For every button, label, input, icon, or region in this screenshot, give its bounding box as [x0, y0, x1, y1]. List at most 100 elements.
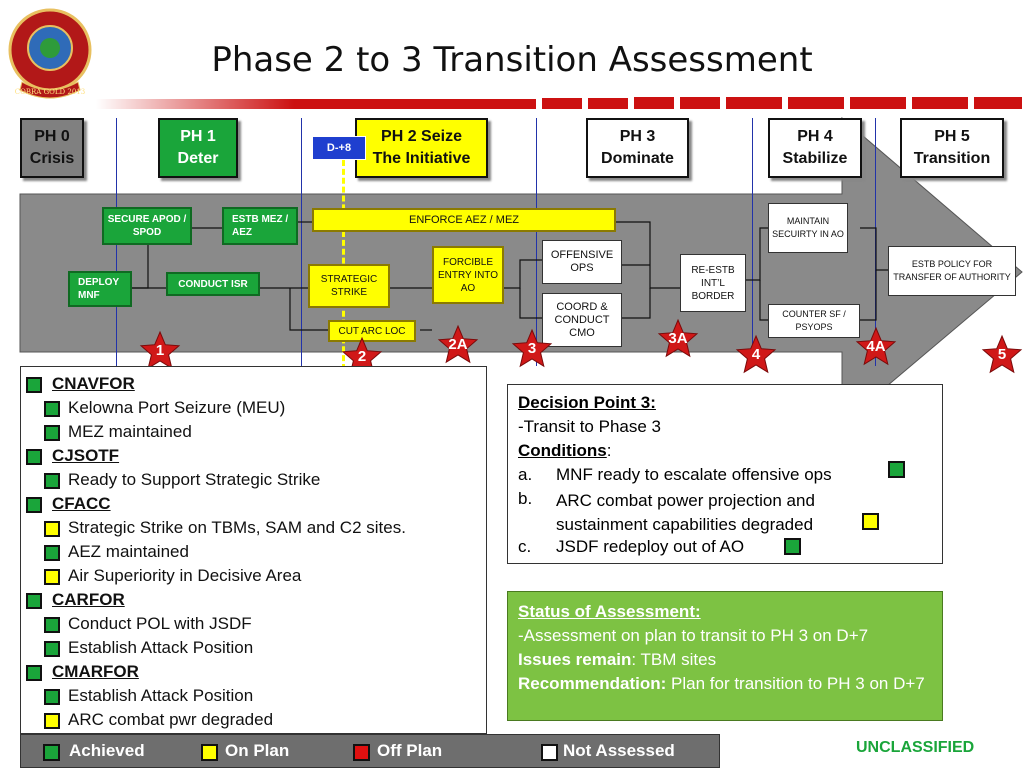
legend-achieved-icon	[43, 744, 60, 761]
task-offensive-ops[interactable]: OFFENSIVE OPS	[542, 240, 622, 284]
item-status-icon	[44, 400, 60, 417]
classification-marking: UNCLASSIFIED	[856, 739, 975, 756]
command-item-text: MEZ maintained	[68, 422, 192, 441]
command-item-row: Air Superiority in Decisive Area	[44, 566, 301, 586]
decision-point-star-label: 4A	[866, 338, 886, 355]
task-strategic-strike[interactable]: STRATEGIC STRIKE	[308, 264, 390, 308]
phase-2-title: PH 2 Seize	[381, 128, 462, 145]
legend-on-plan-icon	[201, 744, 218, 761]
task-forcible-entry[interactable]: FORCIBLE ENTRY INTO AO	[432, 246, 504, 304]
decision-point-star-label: 3A	[668, 330, 688, 347]
phase-5-title: PH 5	[934, 128, 970, 145]
item-status-icon	[44, 616, 60, 633]
decision-point-star-label: 3	[527, 340, 537, 357]
status-assessment-text: -Assessment on plan to transit to PH 3 o…	[518, 626, 869, 645]
phase-2-box: PH 2 Seize The Initiative	[355, 118, 488, 178]
condition-c-marker: c.	[518, 537, 532, 556]
legend-not-assessed-label: Not Assessed	[563, 741, 675, 760]
decision-point-star-label: 2	[357, 348, 367, 365]
status-heading: Status of Assessment:	[518, 602, 701, 621]
command-status-icon	[26, 448, 42, 465]
item-status-icon	[44, 712, 60, 729]
decision-point-star-label: 1	[155, 342, 165, 359]
issues-text: : TBM sites	[631, 650, 717, 669]
recommendation-label: Recommendation:	[518, 674, 667, 693]
command-item-text: Establish Attack Position	[68, 686, 254, 705]
issues-label: Issues remain	[518, 650, 632, 669]
legend-not-assessed-icon	[541, 744, 558, 761]
title-banner-stripe	[96, 97, 1022, 109]
command-item-row: Establish Attack Position	[44, 686, 253, 706]
task-deploy-mnf[interactable]: DEPLOY MNF	[68, 271, 132, 307]
task-coord-cmo[interactable]: COORD & CONDUCT CMO	[542, 293, 622, 347]
decision-point-heading: Decision Point 3:	[518, 393, 656, 412]
phase-divider	[536, 118, 537, 366]
phase-0-title: PH 0	[34, 128, 70, 145]
task-re-estb-border[interactable]: RE-ESTB INT’L BORDER	[680, 254, 746, 312]
phase-4-subtitle: Stabilize	[782, 150, 848, 167]
command-item-row: Ready to Support Strategic Strike	[44, 470, 320, 490]
phase-divider	[301, 118, 302, 366]
status-assessment-panel: Status of Assessment: -Assessment on pla…	[507, 591, 943, 721]
command-heading-row: CARFOR	[26, 590, 125, 610]
command-name: CARFOR	[52, 590, 125, 609]
phase-4-title: PH 4	[797, 128, 833, 145]
status-on-plan-icon	[862, 513, 879, 530]
command-status-icon	[26, 376, 42, 393]
command-item-row: Conduct POL with JSDF	[44, 614, 252, 634]
phase-4-box: PH 4 Stabilize	[768, 118, 862, 178]
phase-5-subtitle: Transition	[913, 150, 991, 167]
recommendation-text: Plan for transition to PH 3 on D+7	[666, 674, 925, 693]
conditions-label: Conditions	[518, 441, 607, 460]
cobra-gold-logo: COBRA GOLD 2013	[8, 8, 92, 99]
command-item-row: MEZ maintained	[44, 422, 192, 442]
command-item-row: ARC combat pwr degraded	[44, 710, 273, 730]
task-conduct-isr[interactable]: CONDUCT ISR	[166, 272, 260, 296]
item-status-icon	[44, 520, 60, 537]
phase-0-subtitle: Crisis	[29, 150, 75, 167]
decision-point-star-icon	[437, 324, 479, 364]
command-item-text: Air Superiority in Decisive Area	[68, 566, 302, 585]
conditions-label-row: Conditions:	[518, 441, 612, 460]
page-title: Phase 2 to 3 Transition Assessment	[211, 40, 813, 80]
command-name: CMARFOR	[52, 662, 139, 681]
legend-on-plan-label: On Plan	[225, 741, 290, 760]
decision-point-star-icon	[855, 326, 897, 366]
command-name: CFACC	[52, 494, 111, 513]
task-counter-sf[interactable]: COUNTER SF / PSYOPS	[768, 304, 860, 338]
command-item-text: Strategic Strike on TBMs, SAM and C2 sit…	[68, 518, 406, 537]
task-estb-policy[interactable]: ESTB POLICY FOR TRANSFER OF AUTHORITY	[888, 246, 1016, 296]
decision-point-star-label: 4	[751, 346, 761, 363]
task-cut-arc-loc[interactable]: CUT ARC LOC	[328, 320, 416, 342]
condition-a-text: MNF ready to escalate offensive ops	[556, 465, 832, 484]
legend-off-plan-label: Off Plan	[377, 741, 443, 760]
condition-b-text: ARC combat power projection and sustainm…	[556, 491, 815, 534]
phase-0-box: PH 0 Crisis	[20, 118, 84, 178]
command-item-row: Establish Attack Position	[44, 638, 253, 658]
item-status-icon	[44, 568, 60, 585]
decision-point-star-icon	[735, 334, 777, 374]
decision-point-stars	[139, 318, 1023, 376]
command-item-row: Kelowna Port Seizure (MEU)	[44, 398, 285, 418]
decision-point-star-icon	[981, 334, 1023, 374]
command-status-icon	[26, 496, 42, 513]
phase-3-box: PH 3 Dominate	[586, 118, 689, 178]
legend-achieved-label: Achieved	[69, 741, 145, 760]
condition-c-text: JSDF redeploy out of AO	[556, 537, 745, 556]
phase-1-box: PH 1 Deter	[158, 118, 238, 178]
decision-point-star-icon	[657, 318, 699, 358]
command-item-row: Strategic Strike on TBMs, SAM and C2 sit…	[44, 518, 406, 538]
command-item-text: Establish Attack Position	[68, 638, 254, 657]
decision-point-star-label: 5	[997, 346, 1007, 363]
command-item-row: AEZ maintained	[44, 542, 189, 562]
task-estb-mez[interactable]: ESTB MEZ / AEZ	[222, 207, 298, 245]
item-status-icon	[44, 688, 60, 705]
command-item-text: Ready to Support Strategic Strike	[68, 470, 321, 489]
command-name: CNAVFOR	[52, 374, 135, 393]
item-status-icon	[44, 472, 60, 489]
task-secure-apod[interactable]: SECURE APOD / SPOD	[102, 207, 192, 245]
task-enforce-aez[interactable]: ENFORCE AEZ / MEZ	[312, 208, 616, 232]
command-heading-row: CMARFOR	[26, 662, 139, 682]
task-maintain-security[interactable]: MAINTAIN SECUIRTY IN AO	[768, 203, 848, 253]
decision-point-star-label: 2A	[448, 336, 468, 353]
